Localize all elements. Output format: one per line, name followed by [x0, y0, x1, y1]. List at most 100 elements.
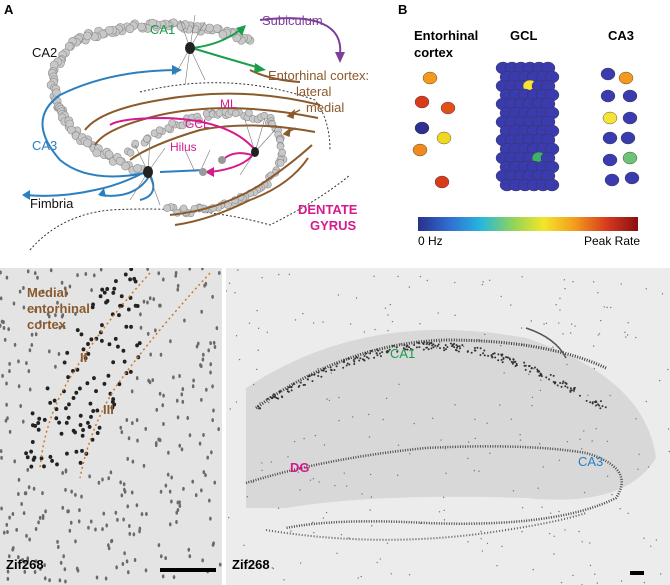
stained-nucleus [158, 303, 161, 308]
ca1-nucleus [310, 373, 313, 376]
stained-nucleus [102, 290, 107, 295]
stained-nucleus [59, 560, 63, 565]
ca1-nucleus [509, 358, 512, 361]
stained-nucleus [83, 356, 88, 361]
background-nucleus [645, 400, 648, 403]
neuron-soma [602, 153, 618, 167]
stained-nucleus [194, 493, 198, 498]
background-nucleus [413, 422, 415, 425]
stained-nucleus [218, 270, 221, 275]
ca1-nucleus [376, 348, 379, 351]
background-nucleus [606, 475, 609, 477]
stained-nucleus [114, 279, 118, 284]
stained-nucleus [166, 472, 170, 477]
ca1-nucleus [418, 346, 421, 349]
background-nucleus [625, 336, 627, 338]
ca1-nucleus [272, 393, 275, 396]
stained-nucleus [38, 320, 42, 325]
stained-nucleus [62, 554, 65, 559]
stained-nucleus [117, 313, 121, 318]
ca1-nucleus [497, 353, 500, 356]
background-nucleus [322, 517, 325, 519]
background-nucleus [340, 534, 343, 536]
cell-bead [115, 156, 125, 166]
background-nucleus [562, 333, 564, 335]
stained-nucleus [36, 427, 41, 432]
background-nucleus [566, 441, 569, 443]
background-nucleus [477, 339, 479, 341]
stained-nucleus [62, 360, 67, 365]
stained-nucleus [23, 569, 27, 574]
background-nucleus [313, 531, 315, 534]
entorhinal-stained-cells [0, 268, 222, 584]
background-nucleus [620, 580, 623, 582]
background-nucleus [560, 581, 563, 584]
ca1-nucleus [473, 347, 476, 350]
background-nucleus [337, 294, 340, 296]
ca1-nucleus [379, 352, 382, 355]
stained-nucleus [115, 565, 118, 570]
stained-nucleus [154, 441, 158, 446]
hippocampus-stained-section [226, 268, 670, 585]
background-nucleus [603, 306, 605, 308]
ca1-nucleus [299, 381, 302, 384]
stained-nucleus [92, 273, 96, 278]
ca1-nucleus [388, 348, 391, 351]
cell-bead [133, 163, 142, 173]
background-nucleus [645, 288, 647, 290]
background-nucleus [408, 574, 411, 576]
ca1-nucleus [510, 360, 513, 363]
background-nucleus [537, 487, 539, 489]
stained-nucleus [79, 332, 84, 337]
background-nucleus [564, 529, 566, 531]
background-nucleus [387, 329, 389, 332]
background-nucleus [325, 511, 328, 514]
label-ml: ML [220, 97, 237, 111]
background-nucleus [317, 367, 319, 370]
stained-nucleus [54, 313, 57, 318]
stained-nucleus [217, 427, 220, 432]
background-nucleus [519, 433, 521, 436]
stained-nucleus [30, 411, 35, 416]
stained-nucleus [175, 510, 179, 515]
background-nucleus [326, 398, 328, 400]
stained-nucleus [54, 407, 59, 412]
ca1-nucleus [538, 370, 541, 373]
stained-nucleus [180, 392, 184, 397]
entorhinal-cells [412, 71, 456, 189]
ca1-nucleus [277, 397, 280, 400]
granule-cells [495, 61, 560, 192]
background-nucleus [545, 322, 548, 325]
ca1-nucleus [364, 352, 367, 355]
background-nucleus [290, 530, 292, 532]
stained-nucleus [64, 579, 67, 584]
background-nucleus [382, 418, 384, 421]
ca1-nucleus [491, 356, 494, 359]
background-nucleus [635, 418, 637, 420]
stained-nucleus [34, 308, 37, 313]
background-nucleus [261, 277, 263, 279]
ca1-nucleus [321, 369, 324, 372]
ca1-nucleus [336, 362, 339, 365]
ca1-nucleus [333, 368, 336, 371]
stained-nucleus [78, 508, 81, 513]
stained-nucleus [54, 416, 59, 421]
background-nucleus [559, 309, 561, 311]
stained-nucleus [169, 339, 172, 344]
stained-nucleus [137, 341, 142, 346]
stained-nucleus [5, 402, 8, 407]
stained-nucleus [155, 407, 159, 412]
ca1-nucleus [391, 344, 394, 347]
background-nucleus [541, 506, 543, 508]
background-nucleus [235, 335, 238, 337]
mec-title-line1: Medial [27, 285, 68, 300]
ca3-cells [600, 67, 640, 187]
stained-nucleus [135, 304, 140, 309]
stained-nucleus [43, 563, 46, 568]
ca1-nucleus [444, 344, 447, 347]
stained-nucleus [175, 520, 178, 525]
hippocampal-formation-region [246, 329, 656, 508]
ca1-nucleus [307, 375, 310, 378]
stained-nucleus [149, 352, 152, 357]
background-nucleus [572, 574, 574, 577]
